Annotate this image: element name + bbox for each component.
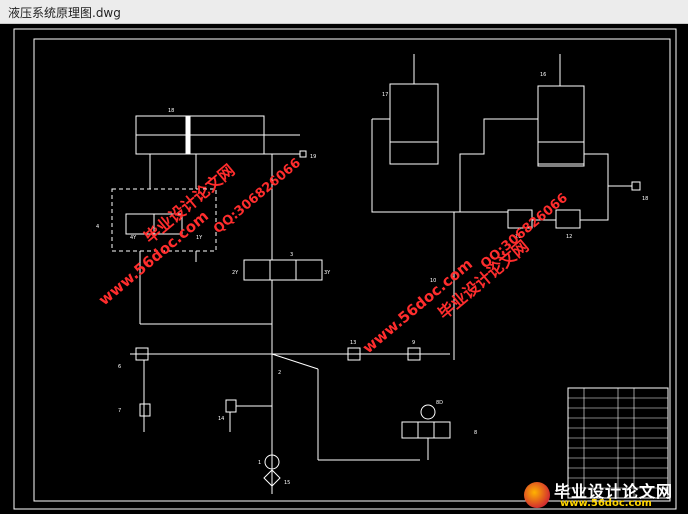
label-8d: 8D (436, 400, 443, 406)
label-10: 10 (430, 278, 436, 284)
label-13: 13 (350, 340, 356, 346)
label-11: 11 (515, 234, 521, 240)
brand-url: www.56doc.com (560, 498, 652, 509)
label-12: 12 (566, 234, 572, 240)
label-1: 1 (258, 460, 261, 466)
label-6: 6 (118, 364, 121, 370)
label-4y: 4Y (130, 235, 137, 241)
label-19: 19 (310, 154, 316, 160)
brand-name: 毕业设计论文网 (554, 482, 674, 501)
label-17: 17 (382, 92, 388, 98)
label-16: 16 (540, 72, 546, 78)
label-14: 14 (218, 416, 224, 422)
brand-badge: 毕业设计论文网 www.56doc.com (520, 478, 688, 514)
label-15: 15 (284, 480, 290, 486)
label-18: 18 (168, 108, 174, 114)
label-4: 4 (96, 224, 99, 230)
label-18-right: 18 (642, 196, 648, 202)
label-8: 8 (474, 430, 477, 436)
hydraulic-schematic: 18 19 4 4Y 1Y 2Y 3Y 3 17 16 18 10 11 12 … (13, 28, 677, 510)
label-2y: 2Y (232, 270, 239, 276)
label-3y: 3Y (324, 270, 331, 276)
label-9: 9 (412, 340, 415, 346)
label-1y: 1Y (196, 235, 203, 241)
brand-logo-icon (524, 482, 550, 508)
label-7: 7 (118, 408, 121, 414)
label-2: 2 (278, 370, 281, 376)
drawing-canvas[interactable]: 18 19 4 4Y 1Y 2Y 3Y 3 17 16 18 10 11 12 … (0, 24, 688, 514)
window-title: 液压系统原理图.dwg (8, 6, 121, 20)
title-bar: 液压系统原理图.dwg (0, 0, 688, 24)
label-3: 3 (290, 252, 293, 258)
